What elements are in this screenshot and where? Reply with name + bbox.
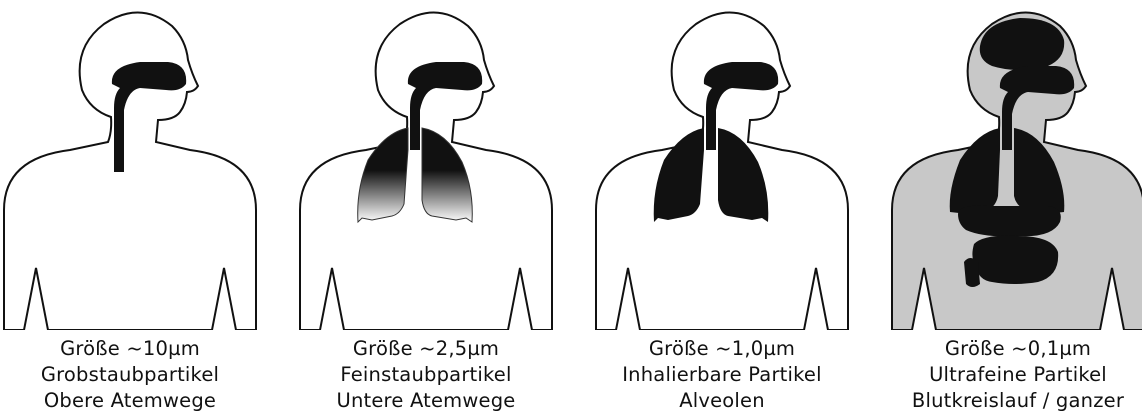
affected-region: Alveolen — [592, 388, 852, 414]
particle-type: Ultrafeine Partikel — [888, 362, 1142, 388]
particle-type: Feinstaubpartikel — [296, 362, 556, 388]
affected-region: Blutkreislauf / ganzer — [888, 388, 1142, 414]
right-lung — [718, 128, 768, 222]
particle-size: Größe ~2,5µm — [296, 336, 556, 362]
body-silhouette — [4, 12, 256, 330]
caption: Größe ~2,5µm Feinstaubpartikel Untere At… — [296, 336, 556, 414]
left-lung — [654, 128, 704, 222]
caption: Größe ~0,1µm Ultrafeine Partikel Blutkre… — [888, 336, 1142, 414]
particle-type: Inhalierbare Partikel — [592, 362, 852, 388]
left-lung — [358, 128, 408, 222]
bladder — [964, 258, 980, 287]
body-figure-lower-airways — [296, 0, 556, 330]
panel-fine-particles: Größe ~2,5µm Feinstaubpartikel Untere At… — [296, 0, 556, 420]
caption: Größe ~1,0µm Inhalierbare Partikel Alveo… — [592, 336, 852, 414]
panel-inhalable-particles: Größe ~1,0µm Inhalierbare Partikel Alveo… — [592, 0, 852, 420]
affected-region: Obere Atemwege — [0, 388, 260, 414]
liver — [958, 206, 1061, 237]
body-figure-upper-airways — [0, 0, 260, 330]
body-figure-alveoli — [592, 0, 852, 330]
body-figure-bloodstream — [888, 0, 1142, 330]
particle-size: Größe ~0,1µm — [888, 336, 1142, 362]
panel-ultrafine-particles: Größe ~0,1µm Ultrafeine Partikel Blutkre… — [888, 0, 1142, 420]
particle-size: Größe ~1,0µm — [592, 336, 852, 362]
caption: Größe ~10µm Grobstaubpartikel Obere Atem… — [0, 336, 260, 414]
left-lung — [950, 128, 1000, 214]
intestines — [972, 236, 1058, 284]
particle-type: Grobstaubpartikel — [0, 362, 260, 388]
panel-coarse-particles: Größe ~10µm Grobstaubpartikel Obere Atem… — [0, 0, 260, 420]
right-lung — [422, 128, 472, 222]
particle-size: Größe ~10µm — [0, 336, 260, 362]
affected-region: Untere Atemwege — [296, 388, 556, 414]
